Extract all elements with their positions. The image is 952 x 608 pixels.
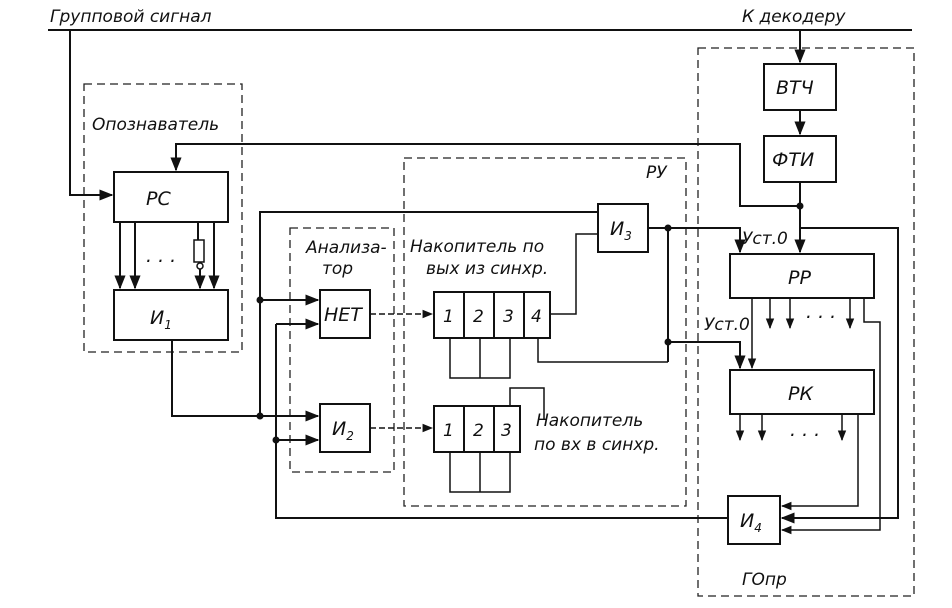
rr-block-label: РР bbox=[788, 267, 811, 289]
accumulator-in-cell-3-label: 3 bbox=[501, 421, 512, 441]
rs-block-label: РС bbox=[146, 188, 171, 210]
i1-output-wire bbox=[171, 340, 260, 417]
analyzer-region bbox=[289, 227, 395, 473]
fti-to-i4-wire bbox=[780, 206, 899, 524]
junction-dot-2 bbox=[256, 412, 264, 420]
accumulator-in-label-line1: Накопитель bbox=[536, 411, 643, 431]
reset-rr-label: Уст.0 bbox=[742, 229, 788, 249]
analyzer-label-line1: Анализа- bbox=[305, 238, 387, 258]
generator-label: ГОпр bbox=[742, 570, 787, 590]
fti-block bbox=[763, 135, 837, 183]
accumulator-out-cell-1-label: 1 bbox=[443, 307, 454, 327]
rr-to-i4-wire bbox=[780, 298, 881, 535]
i3-to-rr-reset-arrow bbox=[668, 227, 746, 254]
rr-block bbox=[729, 253, 875, 299]
accumulator-in-cell-1 bbox=[433, 405, 465, 453]
left-bus-to-i3 bbox=[259, 211, 598, 416]
rk-to-i4-wire bbox=[780, 414, 859, 511]
accumulator-in-label-line2: по вх в синхр. bbox=[534, 435, 660, 455]
rk-block-label: РК bbox=[788, 383, 814, 405]
reset-rk-label: Уст.0 bbox=[704, 315, 750, 335]
i4-block-label: И4 bbox=[740, 510, 762, 535]
junction-dot-1 bbox=[256, 296, 264, 304]
rk-block bbox=[729, 369, 875, 415]
identifier-region bbox=[83, 83, 243, 353]
fti-block-label: ФТИ bbox=[772, 149, 814, 171]
accumulator-in-leader bbox=[509, 387, 545, 420]
junction-dot-3 bbox=[272, 436, 280, 444]
inverter-element bbox=[193, 239, 205, 263]
accumulator-in-cell-1-label: 1 bbox=[443, 421, 454, 441]
i4-block bbox=[727, 495, 781, 545]
accumulator-out-cell-1 bbox=[433, 291, 465, 339]
accumulator-out-cell-2-label: 2 bbox=[473, 307, 484, 327]
vtch-block-label: ВТЧ bbox=[776, 77, 814, 99]
accumulator-out-cell-4 bbox=[523, 291, 551, 339]
accumulator-out-reset-wire bbox=[537, 338, 668, 363]
i1-block-label: И1 bbox=[150, 307, 172, 332]
group-signal-label: Групповой сигнал bbox=[50, 7, 212, 27]
net-block bbox=[319, 289, 371, 339]
accumulator-out-label-line1: Накопитель по bbox=[410, 237, 544, 257]
i2-block bbox=[319, 403, 371, 453]
inverter-bubble bbox=[196, 262, 204, 270]
i3-to-rk-reset-arrow bbox=[668, 341, 746, 370]
identifier-label: Опознаватель bbox=[92, 115, 219, 135]
control-unit-label: РУ bbox=[646, 163, 668, 183]
accumulator-in-sync: 1 2 3 bbox=[433, 405, 521, 453]
accumulator-in-cell-2-label: 2 bbox=[473, 421, 484, 441]
control-unit-region bbox=[403, 157, 687, 507]
i4-feedback-wire bbox=[275, 434, 728, 519]
cell4-to-i3-wire bbox=[550, 233, 598, 315]
accumulator-out-cell-4-label: 4 bbox=[531, 307, 542, 327]
rs-block bbox=[113, 171, 229, 223]
group-signal-wire bbox=[69, 30, 114, 201]
accumulator-out-label-line2: вых из синхр. bbox=[426, 259, 548, 279]
fti-to-rs-wire bbox=[170, 143, 800, 207]
vtch-block bbox=[763, 63, 837, 111]
i1-block bbox=[113, 289, 229, 341]
i3-block bbox=[597, 203, 649, 253]
analyzer-label-line2: тор bbox=[322, 259, 353, 279]
net-block-label: НЕТ bbox=[324, 304, 363, 326]
i3-block-label: И3 bbox=[610, 218, 632, 243]
rk-ellipsis: . . . bbox=[790, 419, 820, 441]
i2-block-label: И2 bbox=[332, 418, 354, 443]
to-decoder-label: К декодеру bbox=[742, 7, 846, 27]
accumulator-in-cell-3 bbox=[493, 405, 521, 453]
accumulator-out-cell-3-label: 3 bbox=[503, 307, 514, 327]
rr-ellipsis: . . . bbox=[806, 301, 836, 323]
generator-region bbox=[697, 47, 915, 597]
rs-ellipsis: . . . bbox=[146, 245, 176, 267]
accumulator-out-of-sync: 1 2 3 4 bbox=[433, 291, 551, 339]
